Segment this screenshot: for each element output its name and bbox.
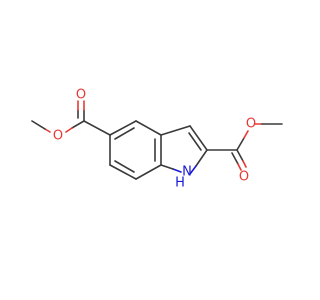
- bond-c7-c6-inner: [114, 160, 135, 173]
- bond-c4-c3a: [135, 120, 162, 136]
- bond-o-methyl-5-red: [44, 128, 51, 133]
- bond-c5-c4-inner: [114, 127, 135, 140]
- bond-c7-c6: [109, 164, 137, 180]
- atom-o-ester-c2: O: [246, 117, 256, 132]
- structure-canvas: O O O O H N: [31, 88, 283, 191]
- bond-carbonyl-o-double-b: [231, 152, 239, 165]
- atom-o-carbonyl-c2: O: [239, 170, 249, 185]
- bond-c3-c2-inner: [188, 132, 202, 151]
- atom-n-indole: N: [182, 165, 192, 180]
- atom-o-ester-c5: O: [53, 129, 63, 144]
- bond-carbonyl-o-double-b-red: [237, 163, 242, 171]
- molecule-drawing: O O O O H N: [31, 88, 283, 191]
- bond-n1-c7a: [160, 164, 174, 170]
- bond-c5-carbonyl: [83, 120, 111, 136]
- bond-c2-n1: [195, 149, 208, 167]
- bond-carbonyl-o-single-red: [243, 130, 249, 139]
- bond-carbonyl-o-single-5: [71, 120, 85, 129]
- bond-o-methyl-5: [31, 120, 46, 130]
- bond-n1-c2-n: [189, 165, 197, 175]
- bond-carbonyl-o-single-5-red: [65, 127, 73, 133]
- atom-h-indole: H: [175, 176, 185, 191]
- bond-n1-c7a-n: [172, 168, 182, 173]
- bond-c7a-c7: [135, 164, 162, 180]
- bond-carbonyl-o-single: [236, 137, 245, 151]
- bond-c5-c4: [109, 120, 137, 136]
- atom-o-carbonyl-c5: O: [76, 88, 86, 103]
- bond-carbonyl-o-double-a-red: [242, 160, 247, 168]
- bond-carbonyl-o-double-a: [236, 149, 244, 162]
- bond-c3a-c3: [160, 125, 191, 136]
- bond-c3-c2: [189, 125, 208, 151]
